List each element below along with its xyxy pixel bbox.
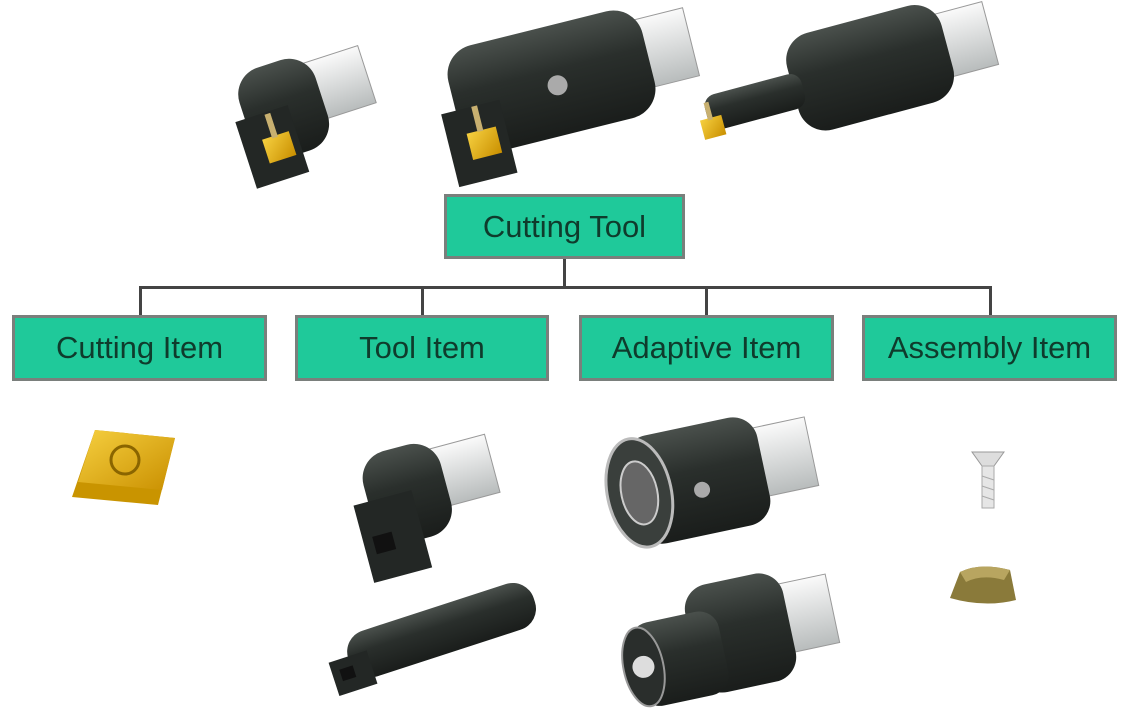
connector-cutting-item [139,286,142,316]
node-cutting-item: Cutting Item [12,315,267,381]
connector-adaptive-item [705,286,708,316]
node-assembly-item: Assembly Item [862,315,1117,381]
connector-assembly-item [989,286,992,316]
complete-tool-short-image [235,44,377,189]
connector-tool-item [421,286,424,316]
node-adaptive-item: Adaptive Item [579,315,834,381]
clamp-image [950,566,1016,604]
tool-head-image [353,433,501,583]
extension-adapter-image [621,573,841,708]
node-tool-item: Tool Item [295,315,549,381]
connector-horizontal [139,286,992,289]
adapter-image [604,416,820,549]
connector-root-down [563,258,566,288]
node-cutting-tool: Cutting Tool [444,194,685,259]
complete-tool-long-image [441,7,701,188]
insert-image [72,430,175,505]
screw-image [971,451,1005,509]
boring-bar-image [328,582,537,696]
complete-tool-boring-image [699,0,1000,140]
